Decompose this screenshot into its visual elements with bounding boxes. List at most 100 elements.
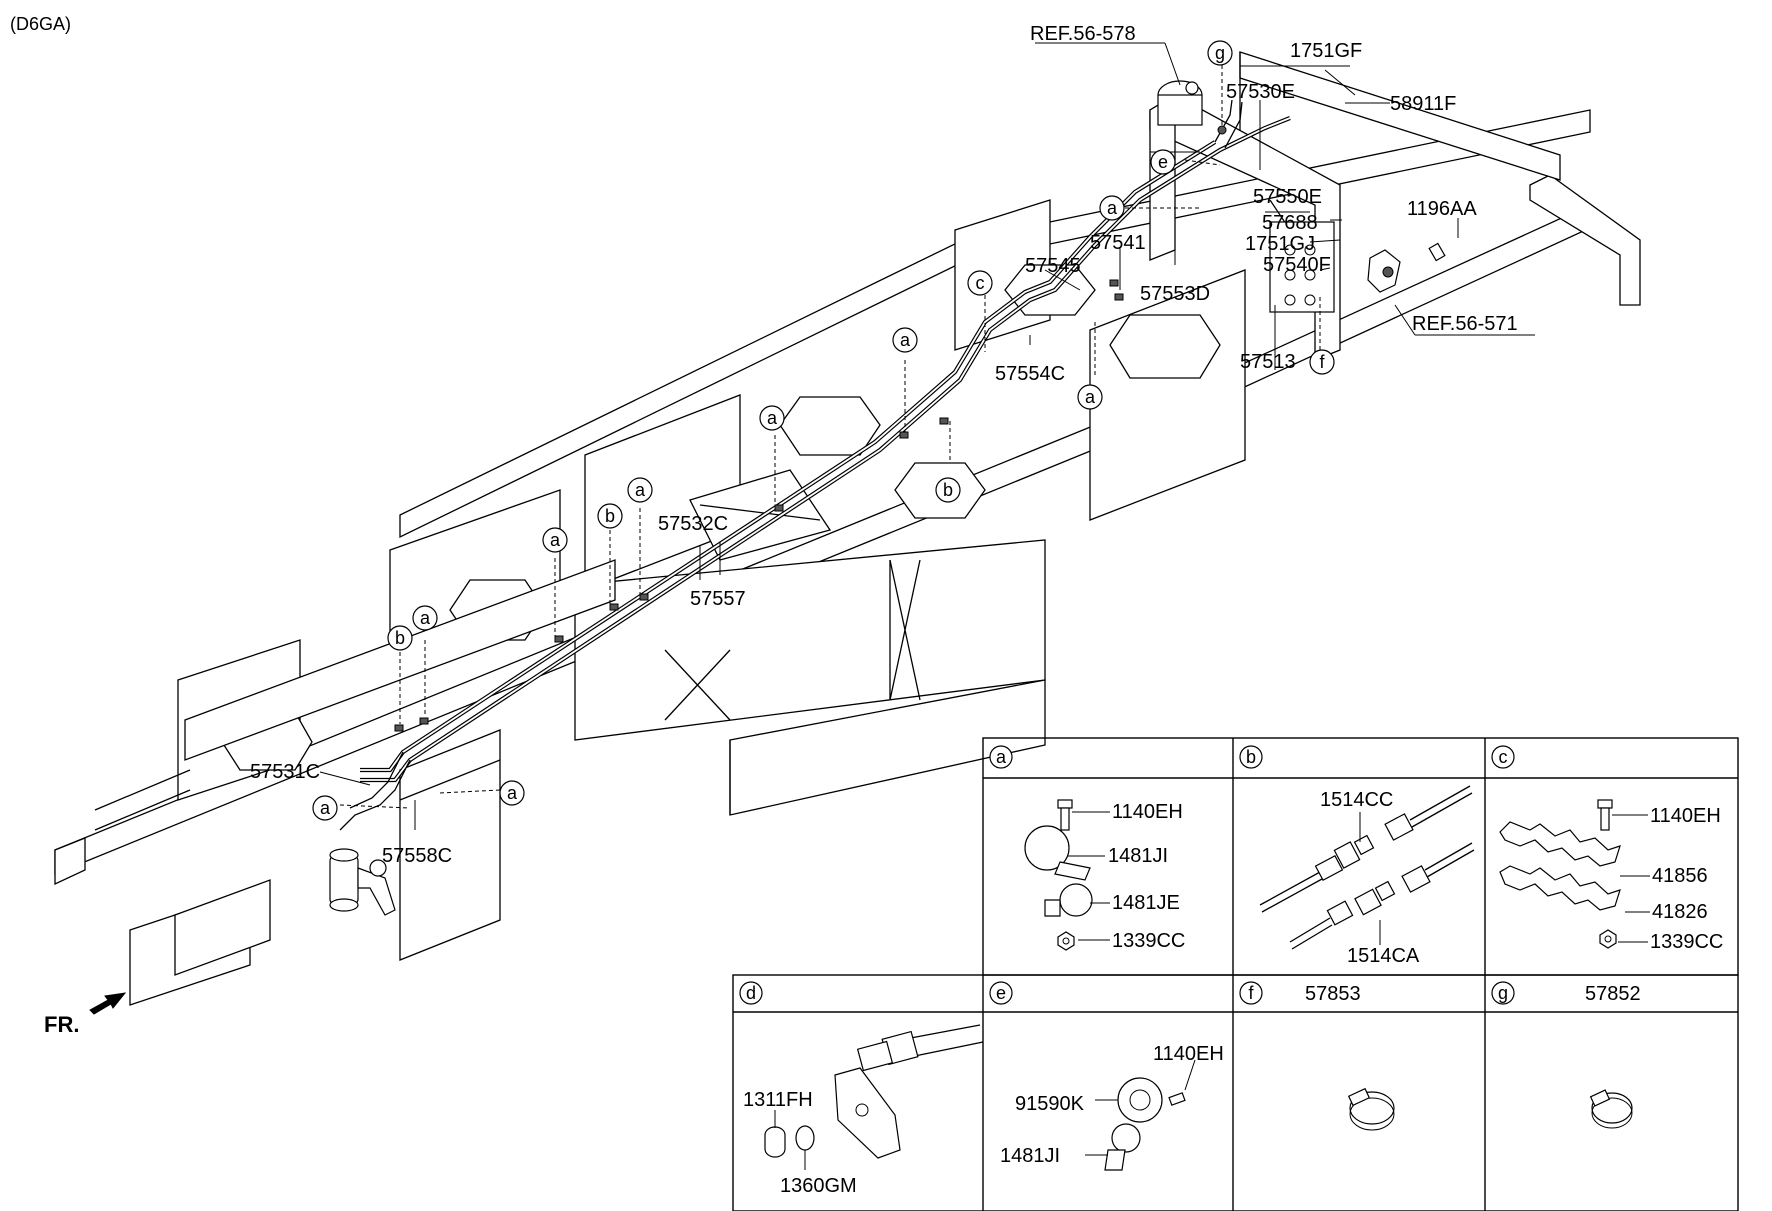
detail-e-drawing [1085, 1059, 1196, 1171]
callout: a [499, 780, 525, 806]
callout: a [1099, 195, 1125, 221]
detail-d-part: 1311FH [743, 1089, 813, 1111]
part-label: 57545 [1025, 255, 1081, 277]
svg-text:g: g [1498, 983, 1508, 1003]
svg-text:a: a [900, 330, 911, 350]
callout: c [967, 270, 993, 296]
detail-a-part: 1481JI [1108, 845, 1168, 867]
svg-text:d: d [746, 983, 756, 1003]
detail-f-drawing [1347, 1087, 1395, 1131]
svg-text:g: g [1215, 43, 1225, 63]
detail-f-code: 57853 [1305, 983, 1361, 1005]
svg-text:a: a [507, 783, 518, 803]
callout: a [627, 477, 653, 503]
svg-text:b: b [943, 480, 953, 500]
callout: a [1077, 384, 1103, 410]
svg-text:a: a [767, 408, 778, 428]
detail-c-part: 41826 [1652, 901, 1708, 923]
detail-c-drawing [1499, 799, 1650, 949]
vehicle-frame [54, 51, 1641, 1006]
svg-text:a: a [1085, 387, 1096, 407]
detail-g-header: g [1491, 981, 1515, 1005]
part-label: 57540F [1263, 254, 1331, 276]
part-labels: REF.56-578 1751GF 57530E 58911F 57550E 5… [250, 23, 1518, 867]
callout: g [1207, 40, 1233, 66]
detail-g-drawing [1589, 1089, 1633, 1129]
detail-e-part: 1481JI [1000, 1145, 1060, 1167]
detail-c-part: 1140EH [1650, 805, 1721, 827]
pipe-clips [394, 279, 1124, 732]
svg-text:b: b [395, 628, 405, 648]
svg-text:a: a [1107, 198, 1118, 218]
callout: a [412, 605, 438, 631]
detail-a-part: 1481JE [1112, 892, 1180, 914]
part-label: REF.56-571 [1412, 313, 1518, 335]
svg-text:b: b [605, 506, 615, 526]
detail-d-drawing [764, 1024, 984, 1170]
locator-lines [339, 65, 1321, 809]
detail-b-drawing [1259, 785, 1475, 950]
leader-lines [319, 42, 1535, 830]
callout: f [1309, 349, 1335, 375]
part-label: 58911F [1390, 93, 1456, 115]
detail-f-header: f [1239, 981, 1263, 1005]
detail-a-part: 1140EH [1112, 801, 1183, 823]
part-label: 1196AA [1407, 198, 1477, 220]
callouts: g e a c a a a b a b a b a a a f [312, 40, 1335, 821]
svg-text:c: c [1499, 747, 1508, 767]
detail-e-part: 1140EH [1153, 1043, 1224, 1065]
detail-c-part: 41856 [1652, 865, 1708, 887]
part-label: 57550E [1253, 186, 1322, 208]
detail-d-part: 1360GM [780, 1175, 857, 1197]
detail-table: a b c d e f g 57853 57852 1140EH 1481JI [732, 737, 1739, 1211]
detail-a-drawing [1024, 799, 1110, 951]
detail-g-code: 57852 [1585, 983, 1641, 1005]
brake-pipes [339, 99, 1331, 831]
master-cylinder-reservoir [1157, 80, 1227, 135]
svg-text:e: e [1158, 152, 1168, 172]
callout: a [312, 795, 338, 821]
front-arrow-icon [89, 992, 127, 1015]
svg-text:a: a [996, 747, 1007, 767]
part-label: 57554C [995, 363, 1065, 385]
callout: e [1150, 149, 1176, 175]
detail-b-part: 1514CA [1347, 945, 1420, 967]
detail-a-part: 1339CC [1112, 930, 1185, 952]
detail-b-part: 1514CC [1320, 789, 1393, 811]
part-label: 57557 [690, 588, 746, 610]
detail-b-header: b [1239, 745, 1263, 769]
part-label: 57532C [658, 513, 728, 535]
svg-text:a: a [550, 530, 561, 550]
callout: b [597, 503, 623, 529]
part-label: 57530E [1226, 81, 1295, 103]
detail-c-part: 1339CC [1650, 931, 1723, 953]
part-label: 57531C [250, 761, 320, 783]
detail-e-part: 91590K [1015, 1093, 1085, 1115]
svg-text:f: f [1248, 983, 1254, 1003]
detail-e-header: e [989, 981, 1013, 1005]
callout: b [935, 477, 961, 503]
part-label: 57553D [1140, 283, 1210, 305]
callout: b [387, 625, 413, 651]
part-label: 1751GJ [1245, 233, 1315, 255]
svg-text:a: a [420, 608, 431, 628]
svg-text:f: f [1319, 352, 1325, 372]
callout: a [542, 527, 568, 553]
part-label: 57688 [1262, 212, 1318, 234]
rear-valve-assembly [1269, 221, 1446, 313]
detail-c-header: c [1491, 745, 1515, 769]
svg-text:e: e [996, 983, 1006, 1003]
variant-label: (D6GA) [10, 14, 71, 34]
svg-text:c: c [976, 273, 985, 293]
svg-text:a: a [320, 798, 331, 818]
front-brake-actuator [329, 848, 396, 916]
callout: a [759, 405, 785, 431]
part-label: REF.56-578 [1030, 23, 1136, 45]
part-label: 57513 [1240, 351, 1296, 373]
part-label: 1751GF [1290, 40, 1362, 62]
front-marker: FR. [44, 992, 127, 1037]
svg-text:b: b [1246, 747, 1256, 767]
part-label: 57558C [382, 845, 452, 867]
detail-a-header: a [989, 745, 1013, 769]
